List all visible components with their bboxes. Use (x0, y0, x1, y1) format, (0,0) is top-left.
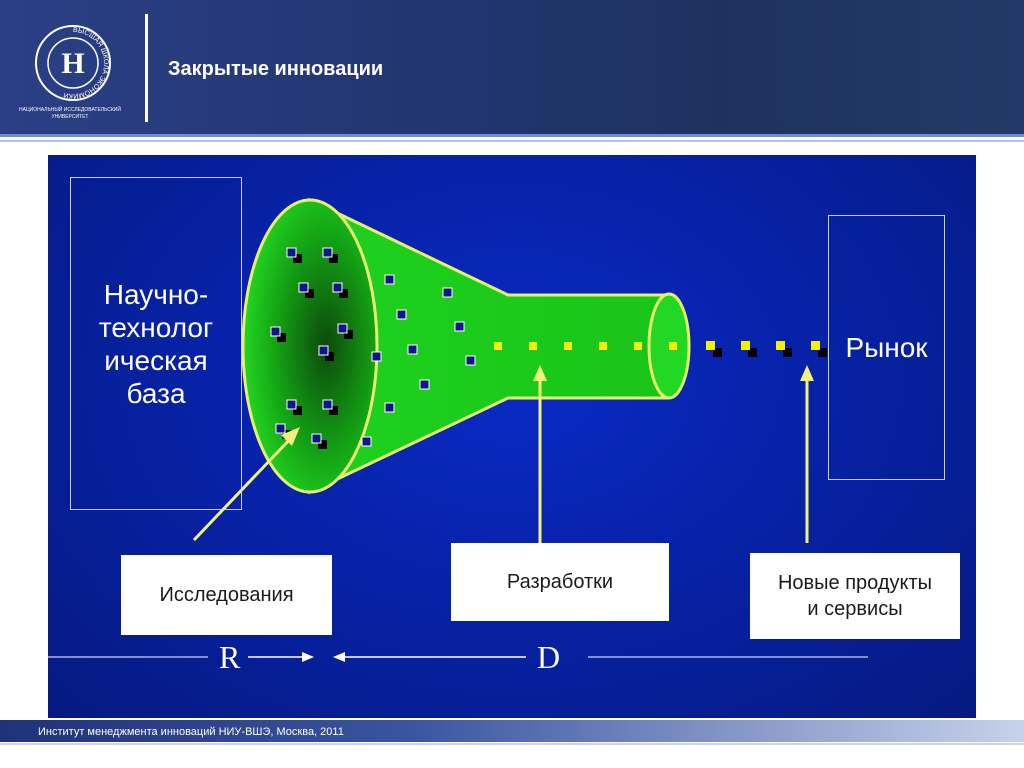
idea-square (442, 287, 453, 298)
new-products-label: Новые продукты и сервисы (777, 572, 933, 620)
science-tech-base-label: Научно- технолог ическая база (98, 278, 214, 409)
development-arrow (533, 365, 547, 543)
logo-caption-line1: НАЦИОНАЛЬНЫЙ ИССЛЕДОВАТЕЛЬСКИЙ (19, 105, 121, 113)
idea-square (419, 379, 430, 390)
diagram-canvas (48, 197, 868, 662)
d-label: D (537, 639, 561, 675)
logo-divider (145, 14, 148, 122)
market-label: Рынок (845, 332, 928, 363)
footer-divider-line (0, 743, 1024, 745)
header-divider-line-light (0, 140, 1024, 142)
idea-square (371, 351, 382, 362)
rd-timeline (48, 652, 868, 662)
research-label: Исследования (159, 584, 294, 606)
science-tech-base-box: Научно- технолог ическая база (70, 177, 242, 510)
idea-square (318, 345, 334, 361)
idea-square (322, 399, 338, 415)
idea-square (454, 321, 465, 332)
footer-text: Институт менеджмента инноваций НИУ-ВШЭ, … (38, 726, 344, 738)
hse-logo: ВЫСШАЯ ШКОЛА ЭКОНОМИКИ Н НАЦИОНАЛЬНЫЙ ИС… (19, 25, 121, 120)
idea-square (407, 344, 418, 355)
idea-square (311, 433, 327, 449)
closed-innovation-diagram: Научно- технолог ическая база Рынок Иссл… (48, 155, 976, 718)
header-divider-line (0, 134, 1024, 137)
market-box: Рынок (828, 215, 945, 480)
idea-square (361, 436, 372, 447)
r-label: R (219, 639, 241, 675)
product-flow-dots (494, 341, 827, 357)
products-arrow (800, 365, 814, 543)
idea-square (286, 399, 302, 415)
idea-squares (270, 247, 476, 449)
funnel-mouth (241, 198, 379, 494)
idea-square (465, 355, 476, 366)
idea-square (384, 402, 395, 413)
research-arrow (192, 427, 300, 542)
idea-square (384, 274, 395, 285)
footer-bar (0, 720, 1024, 742)
idea-square (270, 326, 286, 342)
page-title: Закрытые инновации (168, 58, 384, 80)
idea-square (298, 282, 314, 298)
idea-square (286, 247, 302, 263)
development-label: Разработки (506, 571, 614, 593)
idea-square (322, 247, 338, 263)
header-bar (0, 0, 1024, 136)
idea-square (396, 309, 407, 320)
research-box: Исследования (121, 555, 332, 635)
idea-square (337, 323, 353, 339)
logo-caption-line2: УНИВЕРСИТЕТ (52, 114, 89, 120)
logo-letter: Н (61, 47, 84, 80)
development-box: Разработки (451, 543, 669, 621)
new-products-box: Новые продукты и сервисы (750, 553, 960, 639)
idea-square (332, 282, 348, 298)
